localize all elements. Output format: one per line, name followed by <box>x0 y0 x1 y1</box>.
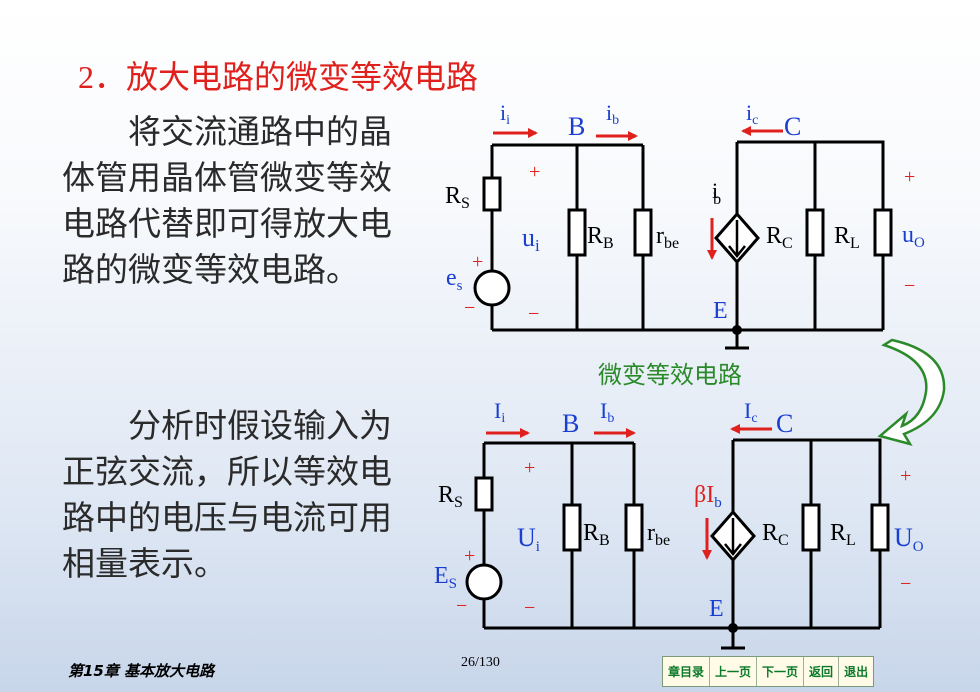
rl-resistor-top <box>873 208 893 257</box>
rb-resistor-top <box>567 208 587 257</box>
es-label: es <box>446 265 463 294</box>
node-e-bottom: E <box>709 596 724 622</box>
node-c-top: C <box>784 112 801 141</box>
uo-minus-bottom: − <box>900 573 911 595</box>
node-b-top: B <box>568 112 585 141</box>
ib-label: ib <box>606 100 619 128</box>
rbe-resistor-top <box>633 208 653 257</box>
Ic-label: Ic <box>744 398 758 426</box>
nav-bar: 章目录 上一页 下一页 返回 退出 <box>662 656 875 687</box>
ib-source-label: ib <box>712 178 721 208</box>
Ii-label: Ii <box>494 398 505 426</box>
es-source-top <box>473 269 511 307</box>
es-source-bottom <box>465 563 503 601</box>
node-e-top: E <box>713 298 728 324</box>
analysis-paragraph: 分析时假设输入为正弦交流，所以等效电路中的电压与电流可用相量表示。 <box>62 409 392 583</box>
uo-minus-top: − <box>904 275 915 297</box>
Ui-label: Ui <box>517 523 540 555</box>
rs-label-top: RS <box>445 183 470 212</box>
rbe-label-bottom: rbe <box>647 520 670 549</box>
rs-resistor-top <box>482 176 502 212</box>
node-b-bottom: B <box>562 409 579 438</box>
rs-resistor-bottom <box>474 476 494 512</box>
rc-label-top: RC <box>766 223 793 252</box>
bottom-circuit <box>482 438 882 630</box>
node-c-bottom: C <box>776 409 793 438</box>
plus-top: + <box>529 161 540 183</box>
minus-top: − <box>528 303 539 325</box>
rc-label-bottom: RC <box>762 520 789 549</box>
rs-label-bottom: RS <box>438 482 463 511</box>
rbe-label-top: rbe <box>656 223 679 252</box>
Ib-label: Ib <box>600 398 614 426</box>
rb-label-bottom: RB <box>583 520 610 549</box>
Es-label: ES <box>434 563 457 592</box>
beta-ib-label: βIb <box>694 482 722 511</box>
ui-label: ui <box>522 223 540 255</box>
plus-bottom: + <box>524 457 535 479</box>
slide-title: 2．放大电路的微变等效电路 <box>78 59 479 95</box>
es-minus-top: − <box>464 297 475 319</box>
back-button[interactable]: 返回 <box>804 657 840 686</box>
ii-label: ii <box>500 100 510 128</box>
uo-label: uO <box>902 222 925 251</box>
prev-page-button[interactable]: 上一页 <box>710 657 758 686</box>
transform-label: 微变等效电路 <box>598 362 742 389</box>
minus-bottom: − <box>524 597 535 619</box>
rl-label-bottom: RL <box>830 520 856 549</box>
es-plus-top: + <box>472 251 483 273</box>
ic-label: ic <box>746 100 758 128</box>
es-minus-bottom: − <box>456 595 467 617</box>
chapter-label: 第15章 基本放大电路 <box>68 662 215 680</box>
rc-resistor-bottom <box>801 503 821 552</box>
page-number: 26/130 <box>461 655 500 670</box>
rc-resistor-top <box>805 208 825 257</box>
intro-paragraph: 将交流通路中的晶体管用晶体管微变等效电路代替即可得放大电路的微变等效电路。 <box>62 115 392 289</box>
rbe-resistor-bottom <box>624 503 644 552</box>
uo-plus-bottom: + <box>900 465 911 487</box>
rl-label-top: RL <box>834 223 860 252</box>
rb-resistor-bottom <box>562 503 582 552</box>
exit-button[interactable]: 退出 <box>844 665 869 679</box>
rl-resistor-bottom <box>870 503 890 552</box>
Uo-label: UO <box>894 523 924 555</box>
uo-plus-top: + <box>904 166 915 188</box>
next-page-button[interactable]: 下一页 <box>757 657 805 686</box>
transform-arrow-icon <box>877 338 946 447</box>
rb-label-top: RB <box>587 223 614 252</box>
es-plus-bottom: + <box>464 545 475 567</box>
chapter-toc-button[interactable]: 章目录 <box>663 657 711 686</box>
